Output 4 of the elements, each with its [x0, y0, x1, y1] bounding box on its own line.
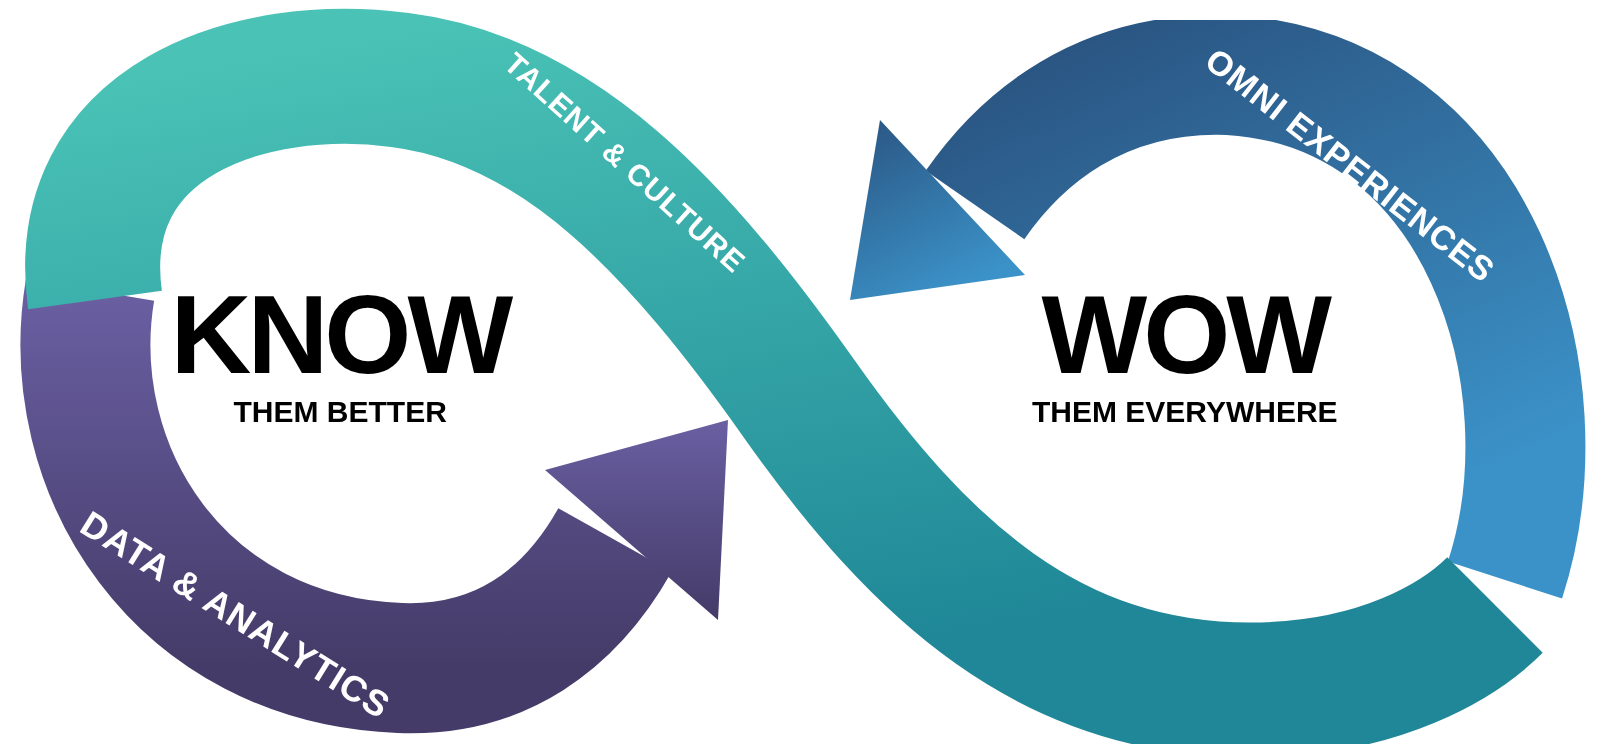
subheading: THEM BETTER: [233, 397, 447, 427]
heading: KNOW: [170, 279, 510, 391]
subheading: THEM EVERYWHERE: [1032, 397, 1338, 427]
heading: WOW: [1041, 279, 1329, 391]
